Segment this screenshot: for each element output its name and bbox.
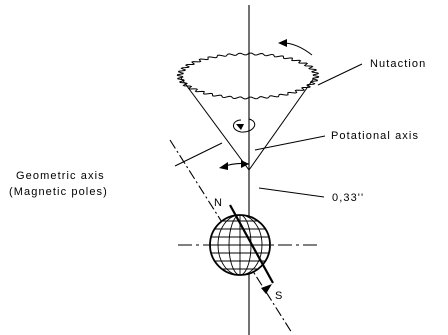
rotation-symbol [233,118,256,133]
nutaction-label: Nutaction [370,58,426,70]
rotation-symbol-arrowhead [236,124,244,130]
rotational-axis-label: Potational axis [331,130,419,142]
south-arrowhead [261,284,272,294]
globe-axis [229,204,274,284]
south-label: S [275,290,283,302]
angle-arrowhead-left [219,162,228,170]
geometric-axis-label: Geometric axis [16,170,105,182]
cone-left-side [180,77,250,171]
angle-leader [258,187,325,198]
nutation-arrow [284,42,313,56]
north-label: N [214,197,223,209]
magnetic-poles-label: (Magnetic poles) [9,186,108,198]
angle-label: 0,33'' [332,192,364,204]
nutation-arrowhead [278,39,287,47]
nutaction-leader [317,63,363,86]
rotational-axis-leader [254,135,326,151]
cone-right-side [248,77,315,171]
angle-arrowhead-right [241,160,249,168]
nutation-ellipse [176,52,320,100]
geometric-axis-leader [174,142,223,167]
